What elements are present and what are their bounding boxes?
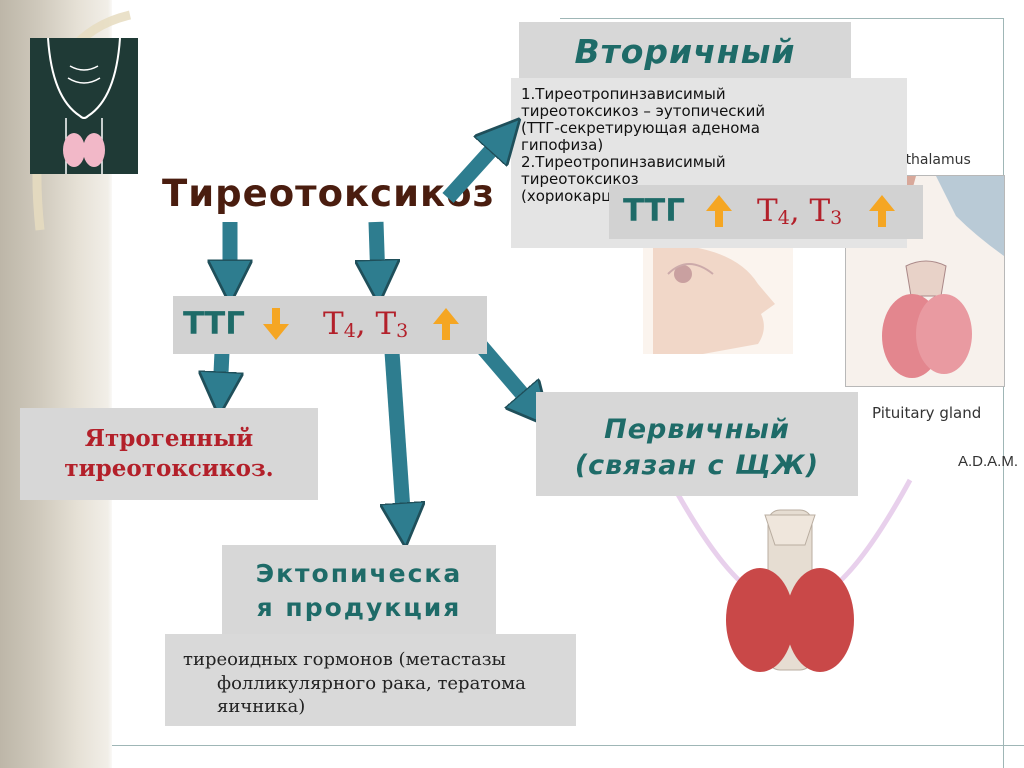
secondary-t4t3-label: Т4, Т3: [757, 193, 843, 229]
arrow-to-t4t3: [376, 221, 378, 282]
center-ttg-down-arrow: [263, 308, 289, 340]
ectopic-desc-line-2: фолликулярного рака, тератома: [217, 673, 526, 694]
hypothalamus-label: othalamus: [897, 152, 971, 168]
thyroid-gland-illustration: [660, 470, 920, 680]
arrow-to-ectopic: [392, 351, 404, 525]
secondary-line-6: тиреотоксикоз: [521, 170, 639, 188]
frame-line-horizontal: [112, 745, 1024, 746]
secondary-ttg-label: ТТГ: [623, 193, 686, 229]
center-t4t3-box: Т4, Т3: [311, 296, 487, 354]
secondary-line-1: 1.Тиреотропинзависимый: [521, 85, 726, 103]
secondary-line-5: 2.Тиреотропинзависимый: [521, 153, 726, 171]
arrow-to-iatrogenic: [220, 351, 222, 394]
secondary-ttg-box: ТТГ: [609, 185, 747, 239]
ectopic-description-box: тиреоидных гормонов (метастазы фолликуля…: [165, 634, 576, 726]
center-t4t3-up-arrow: [433, 308, 459, 340]
page-title: Тиреотоксикоз: [162, 172, 496, 215]
frame-line-top: [560, 18, 1004, 19]
primary-line-1: Первичный: [604, 414, 790, 445]
secondary-ttg-up-arrow: [706, 195, 732, 227]
secondary-t4t3-box: Т4, Т3: [747, 185, 923, 239]
primary-line-2: (связан с ЩЖ): [574, 450, 820, 481]
head-profile-illustration: [643, 244, 793, 354]
ectopic-header-line-2: я продукция: [256, 593, 462, 622]
neck-thyroid-image: [30, 37, 138, 174]
ectopic-desc-line-3: яичника): [217, 696, 306, 717]
secondary-line-4: гипофиза): [521, 136, 604, 154]
center-ttg-box: ТТГ: [173, 296, 311, 354]
secondary-t4t3-up-arrow: [869, 195, 895, 227]
ectopic-header-box: Эктопическа я продукция: [222, 545, 496, 635]
secondary-line-3: (ТТГ-секретирующая аденома: [521, 119, 760, 137]
secondary-header-box: Вторичный: [519, 22, 851, 78]
iatrogenic-box: Ятрогенный тиреотоксикоз.: [20, 408, 318, 500]
secondary-header: Вторичный: [574, 32, 796, 71]
ectopic-desc-line-1: тиреоидных гормонов (метастазы: [183, 649, 506, 670]
frame-line-vertical: [1003, 18, 1004, 768]
iatrogenic-line-1: Ятрогенный: [84, 425, 254, 452]
center-t4t3-label: Т4, Т3: [323, 306, 409, 342]
secondary-line-2: тиреотоксикоз – эутопический: [521, 102, 766, 120]
center-ttg-label: ТТГ: [183, 306, 246, 342]
adam-brand-logo: A.D.A.M.: [958, 453, 1019, 470]
pituitary-label: Pituitary gland: [872, 404, 982, 422]
ectopic-header-line-1: Эктопическа: [255, 559, 463, 588]
arrow-to-secondary: [442, 135, 505, 204]
iatrogenic-line-2: тиреотоксикоз.: [64, 455, 274, 482]
primary-box: Первичный (связан с ЩЖ): [536, 392, 858, 496]
